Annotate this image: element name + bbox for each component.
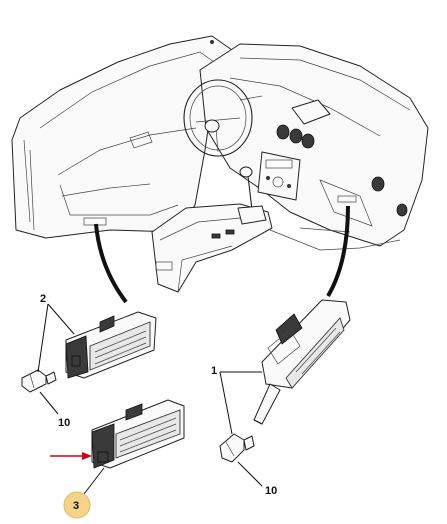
courtesy-lamp-part-2 [65, 311, 157, 379]
highlight-badge [63, 491, 91, 519]
callout-3: 3 [73, 500, 79, 512]
bulb-right [219, 433, 255, 463]
callout-2: 2 [40, 293, 46, 305]
callout-leaders [37, 303, 263, 495]
dashboard [183, 43, 429, 247]
glovebox-lamp-part-1 [253, 299, 351, 425]
vehicle-interior-drawing [11, 35, 429, 293]
center-console [151, 166, 273, 293]
bulb-left [21, 369, 57, 393]
footwell-lamp-part-3 [91, 399, 185, 469]
callout-10-right: 10 [265, 485, 277, 497]
red-arrow-indicator [50, 452, 92, 460]
callout-10-left: 10 [58, 417, 70, 429]
leader-glovebox-to-part1 [326, 205, 350, 298]
leader-door-to-part2 [94, 223, 128, 304]
callout-1: 1 [211, 365, 217, 377]
